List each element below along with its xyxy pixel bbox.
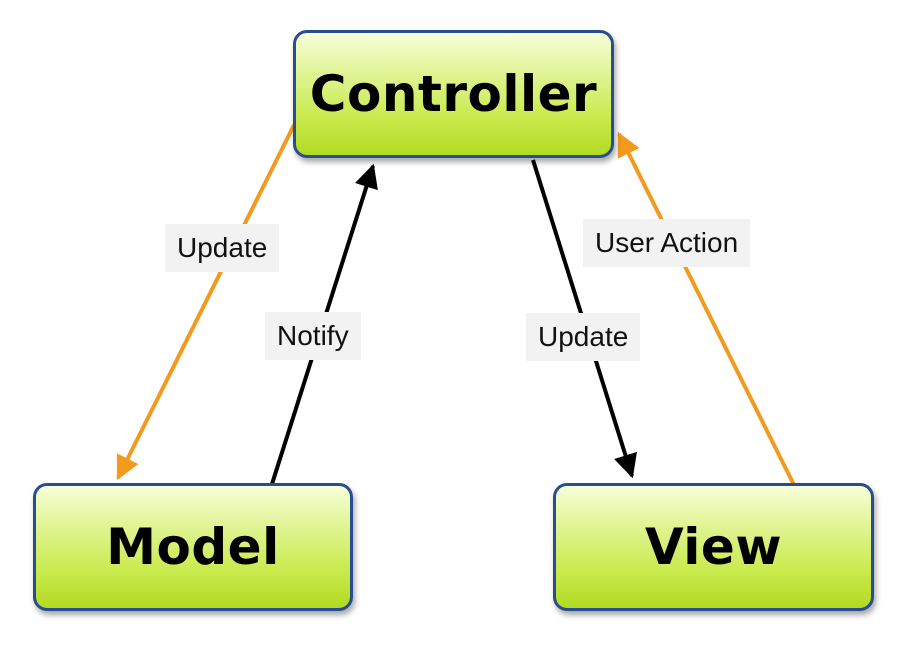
arrow-view-to-controller (617, 131, 796, 486)
arrow-controller-to-model (116, 124, 296, 481)
view-node: View (553, 483, 874, 611)
edge-label-controller-to-view: Update (526, 313, 641, 361)
controller-node: Controller (293, 30, 614, 158)
view-label: View (644, 518, 783, 576)
edge-label-controller-to-model: Update (165, 224, 280, 272)
model-node: Model (33, 483, 353, 611)
model-label: Model (106, 518, 280, 576)
edge-label-model-to-controller: Notify (265, 312, 361, 360)
controller-label: Controller (309, 65, 598, 123)
edge-label-view-to-controller: User Action (583, 219, 751, 267)
